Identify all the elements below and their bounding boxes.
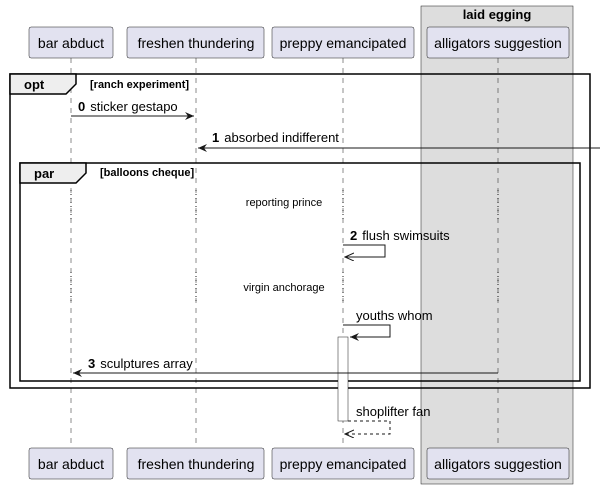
participant-bottom-alligators-suggestion: alligators suggestion — [426, 447, 570, 480]
message-2-label: flush swimsuits — [362, 228, 450, 243]
fragment-opt-keyword: opt — [24, 77, 45, 92]
message-3: 3 sculptures array — [73, 356, 498, 377]
divider-reporting-prince: reporting prince — [246, 197, 322, 209]
activation-bar — [337, 336, 349, 422]
message-3-number: 3 — [88, 356, 95, 371]
message-1: 1 absorbed indifferent — [198, 130, 600, 152]
message-1-number: 1 — [212, 130, 219, 145]
message-0-label: sticker gestapo — [90, 99, 177, 114]
fragment-par: par [balloons cheque] — [19, 162, 581, 382]
fragment-par-keyword: par — [34, 166, 54, 181]
message-2: 2 flush swimsuits — [343, 228, 450, 257]
message-1-label: absorbed indifferent — [224, 130, 339, 145]
message-shoplifter-fan-label: shoplifter fan — [356, 404, 430, 419]
participant-top-freshen-thundering: freshen thundering — [126, 26, 265, 59]
delay-segments — [70, 190, 499, 302]
message-youths-whom-label: youths whom — [356, 308, 433, 323]
svg-text:bar abduct: bar abduct — [38, 35, 104, 51]
svg-text:preppy emancipated: preppy emancipated — [280, 456, 407, 472]
participant-bottom-bar-abduct: bar abduct — [28, 447, 114, 480]
message-youths-whom: youths whom — [343, 308, 433, 341]
participant-bottom-freshen-thundering: freshen thundering — [126, 447, 265, 480]
box-title: laid egging — [463, 7, 532, 22]
fragment-opt-condition: [ranch experiment] — [90, 79, 189, 91]
svg-text:freshen thundering: freshen thundering — [138, 456, 255, 472]
svg-text:preppy emancipated: preppy emancipated — [280, 35, 407, 51]
message-2-number: 2 — [350, 228, 357, 243]
svg-text:alligators suggestion: alligators suggestion — [434, 35, 562, 51]
svg-text:freshen thundering: freshen thundering — [138, 35, 255, 51]
participant-bottom-preppy-emancipated: preppy emancipated — [271, 447, 415, 480]
participant-top-alligators-suggestion: alligators suggestion — [426, 26, 570, 59]
message-0-number: 0 — [78, 99, 85, 114]
participant-top-preppy-emancipated: preppy emancipated — [271, 26, 415, 59]
svg-text:bar abduct: bar abduct — [38, 456, 104, 472]
box-laid-egging — [420, 5, 574, 485]
participant-top-bar-abduct: bar abduct — [28, 26, 114, 59]
divider-virgin-anchorage: virgin anchorage — [243, 282, 324, 294]
message-3-label: sculptures array — [100, 356, 193, 371]
fragment-par-condition: [balloons cheque] — [100, 167, 194, 179]
fragment-opt: opt [ranch experiment] — [9, 73, 591, 389]
message-shoplifter-fan: shoplifter fan — [345, 404, 430, 434]
svg-text:alligators suggestion: alligators suggestion — [434, 456, 562, 472]
message-0: 0 sticker gestapo — [71, 99, 194, 120]
